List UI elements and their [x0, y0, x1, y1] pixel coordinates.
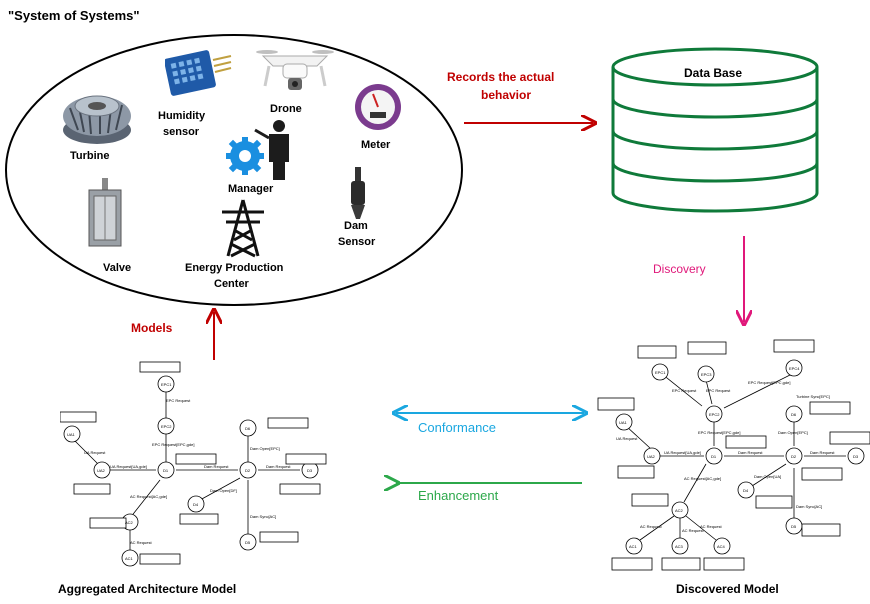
- svg-text:Dam Request: Dam Request: [810, 450, 835, 455]
- epc-label-2: Center: [214, 278, 249, 290]
- meter-icon: [355, 84, 401, 130]
- svg-text:UA Request: UA Request: [84, 450, 106, 455]
- svg-text:EPC4: EPC4: [789, 366, 800, 371]
- drone-icon: [256, 50, 334, 90]
- dam-sensor-icon: [351, 167, 365, 219]
- svg-text:Dam Request: Dam Request: [738, 450, 763, 455]
- records-label-2: behavior: [481, 88, 532, 102]
- humidity-sensor-icon: [165, 50, 232, 96]
- svg-text:Dam Sync[AC]: Dam Sync[AC]: [796, 504, 822, 509]
- svg-text:D1: D1: [163, 468, 169, 473]
- svg-text:D6: D6: [245, 426, 251, 431]
- svg-text:Dam Request: Dam Request: [266, 464, 291, 469]
- svg-text:D1: D1: [711, 454, 717, 459]
- svg-text:EPC Request[EPC,gde]: EPC Request[EPC,gde]: [748, 380, 790, 385]
- svg-text:UA Request[UA,gde]: UA Request[UA,gde]: [110, 464, 147, 469]
- svg-text:Dam Open[EPC]: Dam Open[EPC]: [250, 446, 280, 451]
- svg-text:D4: D4: [193, 502, 199, 507]
- svg-text:UA Request[UA,gde]: UA Request[UA,gde]: [664, 450, 701, 455]
- svg-text:D5: D5: [791, 524, 797, 529]
- svg-text:D3: D3: [853, 454, 859, 459]
- turbine-icon: [63, 95, 131, 144]
- database-label: Data Base: [684, 66, 743, 80]
- models-label: Models: [131, 321, 173, 335]
- valve-icon: [88, 178, 122, 247]
- svg-text:AC Request: AC Request: [682, 528, 704, 533]
- svg-text:Dam Sync[AC]: Dam Sync[AC]: [250, 514, 276, 519]
- svg-text:EPC1: EPC1: [161, 382, 172, 387]
- manager-icon: [226, 120, 289, 180]
- database-cylinder: [611, 47, 819, 213]
- svg-text:AC1: AC1: [629, 544, 638, 549]
- discovery-label: Discovery: [653, 262, 706, 276]
- valve-label: Valve: [103, 262, 132, 274]
- svg-text:AC Request: AC Request: [640, 524, 662, 529]
- svg-text:EPC1: EPC1: [655, 370, 666, 375]
- svg-text:UA2: UA2: [647, 454, 656, 459]
- svg-text:AC2: AC2: [125, 520, 134, 525]
- svg-text:EPC2: EPC2: [161, 424, 172, 429]
- svg-text:UA2: UA2: [97, 468, 106, 473]
- svg-text:AC1: AC1: [125, 556, 134, 561]
- svg-text:UA1: UA1: [67, 432, 76, 437]
- svg-text:D2: D2: [791, 454, 797, 459]
- svg-text:AC2: AC2: [675, 508, 684, 513]
- svg-text:Dam Open[UA]: Dam Open[UA]: [754, 474, 781, 479]
- svg-text:Dam Request: Dam Request: [204, 464, 229, 469]
- drone-label: Drone: [270, 103, 302, 115]
- meter-label: Meter: [361, 139, 391, 151]
- svg-text:Turbine Sync[EPC]: Turbine Sync[EPC]: [796, 394, 830, 399]
- svg-text:EPC3: EPC3: [701, 372, 712, 377]
- manager-label: Manager: [228, 183, 274, 195]
- svg-text:AC Request[AC,gde]: AC Request[AC,gde]: [684, 476, 721, 481]
- svg-text:D3: D3: [307, 468, 313, 473]
- svg-text:AC Request: AC Request: [700, 524, 722, 529]
- records-label-1: Records the actual: [447, 70, 555, 84]
- epc-label-1: Energy Production: [185, 262, 284, 274]
- svg-text:D4: D4: [743, 488, 749, 493]
- power-pylon-icon: [222, 199, 264, 258]
- aggregated-model-caption: Aggregated Architecture Model: [58, 582, 237, 596]
- svg-text:EPC Request[EPC,gde]: EPC Request[EPC,gde]: [152, 442, 194, 447]
- enhancement-label: Enhancement: [418, 488, 499, 503]
- svg-text:EPC Request: EPC Request: [672, 388, 697, 393]
- svg-text:EPC2: EPC2: [709, 412, 720, 417]
- svg-text:Dam Open[EPC]: Dam Open[EPC]: [778, 430, 808, 435]
- svg-text:AC Request[AC,gde]: AC Request[AC,gde]: [130, 494, 167, 499]
- svg-text:AC3: AC3: [675, 544, 684, 549]
- svg-text:UA Request: UA Request: [616, 436, 638, 441]
- turbine-label: Turbine: [70, 150, 110, 162]
- svg-text:D5: D5: [245, 540, 251, 545]
- svg-text:AC4: AC4: [717, 544, 726, 549]
- svg-text:D2: D2: [245, 468, 251, 473]
- svg-text:EPC Request: EPC Request: [706, 388, 731, 393]
- svg-text:EPC Request: EPC Request: [166, 398, 191, 403]
- diagram-title: "System of Systems": [8, 8, 140, 23]
- dam-sensor-label-1: Dam: [344, 220, 368, 232]
- svg-text:D6: D6: [791, 412, 797, 417]
- humidity-sensor-label-2: sensor: [163, 126, 200, 138]
- conformance-label: Conformance: [418, 420, 497, 435]
- dam-sensor-label-2: Sensor: [338, 236, 376, 248]
- svg-text:Dam Open[DF]: Dam Open[DF]: [210, 488, 237, 493]
- svg-text:AC Request: AC Request: [130, 540, 152, 545]
- svg-text:EPC Request[EPC,gde]: EPC Request[EPC,gde]: [698, 430, 740, 435]
- humidity-sensor-label-1: Humidity: [158, 110, 206, 122]
- svg-text:UA1: UA1: [619, 420, 628, 425]
- discovered-model-caption: Discovered Model: [676, 582, 779, 596]
